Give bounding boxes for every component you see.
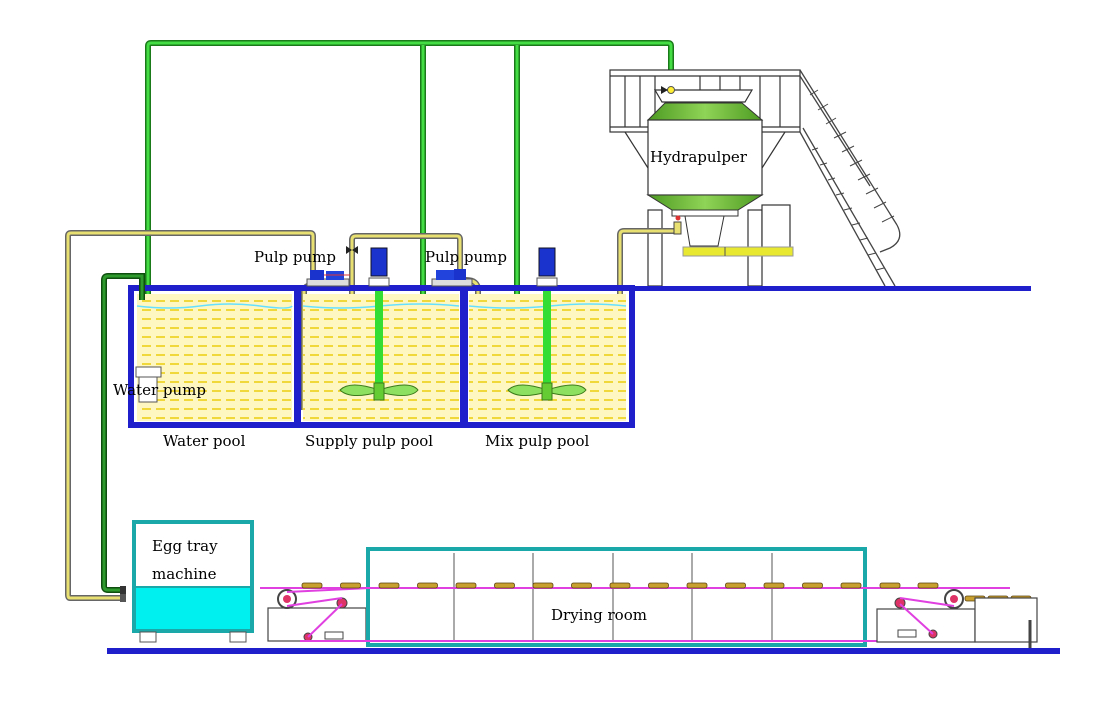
hydrapulper-label: Hydrapulper [650, 148, 748, 166]
egg-tray-machine [120, 520, 254, 643]
egg-tray [609, 582, 631, 589]
hydrapulper: Hydrapulper [646, 89, 794, 257]
inlet-valve-icon [661, 86, 675, 94]
water-pump-label: Water pump [113, 381, 206, 399]
water-return-pipe [101, 273, 145, 593]
outlet-valve-icon [673, 215, 682, 235]
staircase [799, 69, 901, 287]
supply-pulp-pool-label: Supply pulp pool [305, 432, 433, 450]
water-supply-pipe [145, 40, 674, 302]
egg-tray [917, 582, 939, 589]
drying-room-label: Drying room [551, 606, 647, 624]
egg-tray-machine-label-line1: Egg tray [152, 537, 218, 555]
egg-tray [648, 582, 669, 589]
feed-conveyor [267, 587, 371, 642]
egg-tray [494, 582, 515, 589]
egg-tray [455, 582, 477, 589]
water-pool [128, 285, 301, 428]
egg-tray [301, 582, 323, 589]
pulp-pump-2-label: Pulp pump [425, 248, 507, 266]
egg-tray [417, 582, 438, 589]
pulp-pump-1-label: Pulp pump [254, 248, 336, 266]
egg-tray [686, 582, 708, 589]
egg-tray-machine-label-line2: machine [152, 565, 217, 583]
egg-tray [378, 582, 400, 589]
mix-pulp-pool-label: Mix pulp pool [485, 432, 589, 450]
egg-tray [802, 582, 823, 589]
mix-pool-agitator [507, 247, 587, 401]
pulp-pump-2 [431, 269, 473, 287]
water-pump [135, 366, 162, 403]
egg-tray [532, 582, 554, 589]
egg-tray [840, 582, 862, 589]
supply-pool-agitator [339, 247, 419, 401]
water-pool-label: Water pool [163, 432, 246, 450]
egg-tray [340, 582, 361, 589]
egg-tray [571, 582, 592, 589]
discharge-conveyor [876, 589, 1038, 648]
egg-tray [763, 582, 785, 589]
egg-trays [301, 582, 1032, 602]
pipe-valve-icon [346, 246, 358, 254]
pulp-pump-1 [306, 270, 350, 287]
egg-tray [879, 582, 901, 589]
egg-tray [725, 582, 746, 589]
lower-floor [107, 648, 1060, 654]
